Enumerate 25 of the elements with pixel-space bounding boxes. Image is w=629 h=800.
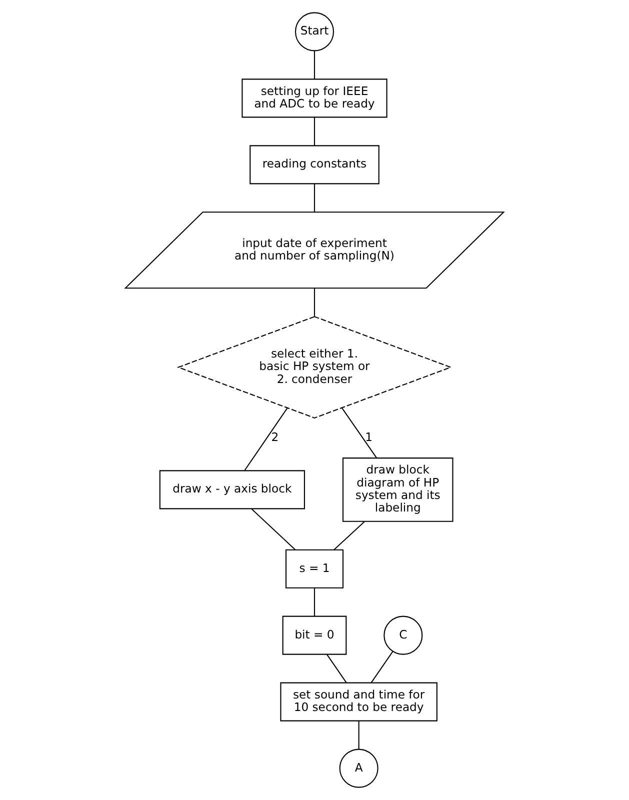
connector — [370, 651, 394, 683]
connector — [314, 51, 316, 80]
node-box: draw block diagram of HP system and its labeling — [342, 458, 454, 522]
node-box: s = 1 — [285, 549, 344, 588]
node-box: reading constants — [250, 145, 380, 184]
connector — [244, 408, 288, 471]
connector — [314, 588, 316, 616]
node-circle: C — [384, 616, 423, 655]
node-circle: Start — [294, 12, 334, 52]
connector — [342, 408, 377, 458]
node-box: draw x - y axis block — [159, 470, 305, 510]
node-box: bit = 0 — [282, 616, 347, 655]
connector — [314, 288, 316, 316]
node-circle: A — [339, 748, 378, 788]
connector — [314, 184, 316, 212]
connector — [314, 118, 316, 146]
edge-label: 1 — [365, 430, 373, 444]
connector — [358, 721, 360, 750]
node-box: setting up for IEEE and ADC to be ready — [242, 78, 388, 118]
node-diamond: select either 1. basic HP system or 2. condenser — [176, 316, 452, 418]
connector — [334, 521, 365, 550]
edge-label: 2 — [271, 430, 279, 444]
node-box: set sound and time for 10 second to be ready — [280, 682, 438, 722]
connector — [326, 654, 347, 683]
connector — [251, 508, 296, 550]
